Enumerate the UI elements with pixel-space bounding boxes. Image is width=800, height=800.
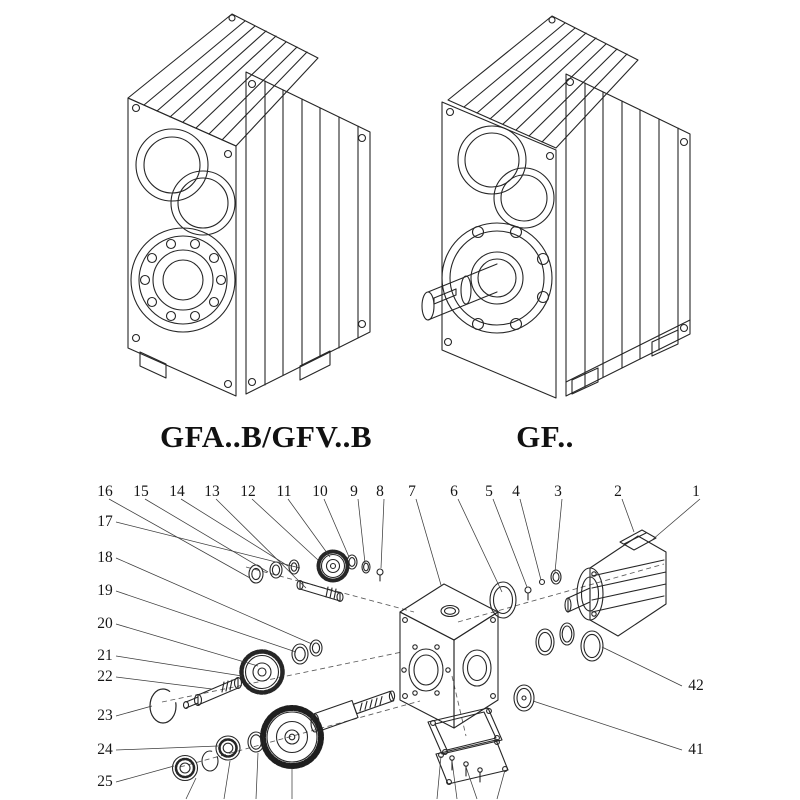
callout-15: 15: [133, 483, 149, 500]
exploded-parts-diagram: [108, 498, 701, 800]
callout-10: 10: [312, 483, 328, 500]
gearbox-line-drawings: [127, 13, 691, 399]
callout-25: 25: [97, 773, 113, 790]
callout-8: 8: [376, 483, 384, 500]
callout-17: 17: [97, 513, 113, 530]
callout-24: 24: [97, 741, 113, 758]
callout-16: 16: [97, 483, 113, 500]
assembly-axis-lines: [161, 563, 665, 768]
callout-3: 3: [554, 483, 562, 500]
callout-42: 42: [688, 677, 704, 694]
callout-18: 18: [97, 549, 113, 566]
callout-1: 1: [692, 483, 700, 500]
callout-4: 4: [512, 483, 520, 500]
callout-14: 14: [169, 483, 185, 500]
callout-11: 11: [276, 483, 292, 500]
callout-6: 6: [450, 483, 458, 500]
caption-gfab: GFA..B/GFV..B: [159, 419, 373, 454]
callout-9: 9: [350, 483, 358, 500]
callout-12: 12: [240, 483, 256, 500]
exploded-parts: [149, 529, 667, 785]
gearbox-drawing-gfab: [127, 13, 371, 397]
caption-gf: GF..: [516, 419, 574, 454]
callout-41: 41: [688, 741, 704, 758]
exploded-view: 16 15 14 13 12 11 10 9 8 7 6 5 4 3 2 1 1…: [0, 470, 800, 800]
callout-7: 7: [408, 483, 416, 500]
callout-13: 13: [204, 483, 220, 500]
callout-23: 23: [97, 707, 113, 724]
callout-2: 2: [614, 483, 622, 500]
callout-20: 20: [97, 615, 113, 632]
callout-leader-lines: [108, 498, 701, 800]
figure-captions: GFA..B/GFV..B GF..: [0, 408, 800, 468]
gearbox-drawing-gf: [421, 15, 691, 399]
callout-21: 21: [97, 647, 113, 664]
callout-22: 22: [97, 668, 113, 685]
callout-19: 19: [97, 582, 113, 599]
callout-5: 5: [485, 483, 493, 500]
